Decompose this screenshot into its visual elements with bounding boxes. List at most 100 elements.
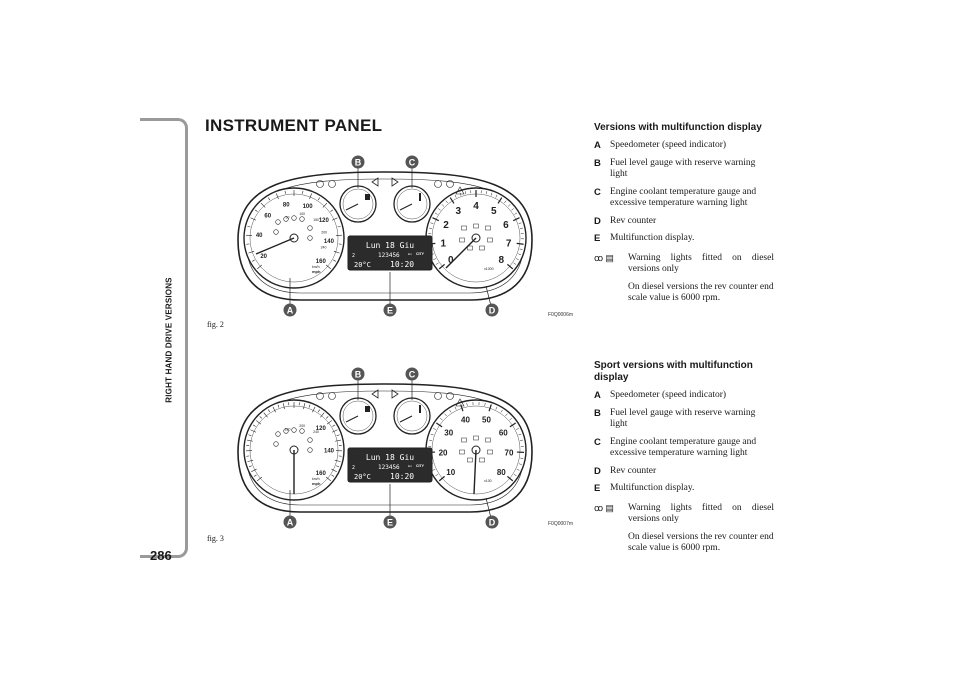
section-sport-versions-multifunction: Sport versions with multifunction displa…	[594, 360, 774, 555]
speed-unit-kmh: km/h	[312, 265, 320, 269]
temperature-gauge-ring	[396, 400, 428, 432]
speedometer-tick	[248, 465, 252, 468]
figure-code: F0Q0007m	[548, 521, 574, 527]
rev-counter-tick	[497, 197, 503, 204]
callout-letter-a: A	[287, 517, 294, 527]
rev-counter-tick	[513, 262, 517, 265]
speedometer-label: 140	[324, 239, 335, 245]
rev-counter-tick	[466, 402, 468, 406]
callout-badge-b	[351, 155, 365, 169]
rev-counter-tick	[495, 406, 498, 410]
rev-counter-tick	[449, 197, 455, 204]
rev-counter-label: 40	[461, 416, 470, 425]
rev-counter-tick	[454, 406, 457, 410]
speedometer-tick	[308, 404, 311, 408]
speedometer-tick	[267, 409, 271, 413]
fuel-gauge-ring	[342, 400, 374, 432]
rev-counter-tick	[513, 474, 517, 477]
general-warning-icon	[455, 398, 465, 407]
rev-counter-tick	[484, 402, 486, 406]
warning-light-icon	[275, 431, 281, 437]
rev-counter-tick	[434, 212, 438, 215]
general-warning-icon	[455, 186, 465, 195]
speedometer-tick	[260, 202, 266, 208]
figure-caption: fig. 3	[207, 534, 224, 543]
speedometer-label: 160	[316, 259, 327, 265]
warning-light-icon	[307, 225, 313, 231]
rev-counter-tick	[518, 253, 522, 256]
display-mode: CITY	[416, 252, 425, 256]
warning-light-icon	[299, 428, 305, 434]
speedometer-inner-label: 200	[321, 231, 327, 235]
rev-counter-tick	[454, 194, 457, 198]
rev-counter-label: 5	[491, 206, 497, 217]
rev-counter-label: 80	[497, 468, 506, 477]
speedometer-label: 140	[324, 449, 335, 455]
rev-counter-tick	[504, 200, 507, 204]
rev-counter-tick	[505, 413, 508, 417]
speed-unit-kmh: km/h	[312, 477, 320, 481]
speed-unit-mph: mph	[312, 481, 321, 486]
display-date: Lun 18 Giu	[366, 453, 414, 462]
speedometer-tick	[257, 476, 263, 482]
speedometer-tick	[272, 406, 276, 413]
rev-counter-tick	[430, 222, 434, 224]
speedometer-tick	[334, 459, 341, 462]
display-odometer-unit: km	[408, 464, 413, 468]
speedometer-inner-label: 150	[313, 218, 319, 222]
rev-counter-tick	[519, 227, 524, 229]
top-warning-light-icon	[328, 180, 336, 188]
rev-counter-label: 30	[444, 428, 453, 437]
rev-counter-label: 50	[482, 416, 491, 425]
page-number: 286	[150, 548, 172, 563]
top-warning-light-icon	[446, 180, 454, 188]
rev-counter-tick	[444, 413, 447, 417]
rev-counter-label: 60	[499, 428, 508, 437]
speedometer-label: 100	[303, 204, 314, 210]
rev-counter-label: 2	[443, 220, 449, 231]
rev-counter-needle	[445, 237, 477, 269]
speedometer-tick	[331, 468, 337, 473]
rev-counter-tick	[445, 200, 448, 204]
rev-counter-tick	[500, 409, 503, 413]
speedometer-tick	[246, 439, 253, 442]
speedometer-tick	[336, 465, 340, 468]
fuel-gauge-ring	[342, 188, 374, 220]
coolant-temperature-icon	[419, 405, 421, 413]
speedometer-tick	[247, 225, 251, 228]
multifunction-display	[347, 235, 433, 271]
rev-counter-needle	[473, 449, 477, 495]
callout-letter-b: B	[355, 369, 362, 379]
speedometer-tick	[253, 474, 257, 477]
speedometer-tick	[247, 459, 254, 462]
warning-light-icon	[473, 435, 479, 441]
display-mode: CITY	[416, 464, 425, 468]
display-time: 10:20	[390, 260, 414, 269]
rev-counter-tick	[464, 191, 467, 195]
speedometer-tick	[257, 264, 263, 270]
callout-badge-a	[283, 303, 297, 317]
speedometer-label: 160	[316, 471, 327, 477]
speedometer-inner-label: 100	[299, 212, 305, 216]
rev-counter-tick	[428, 439, 433, 441]
speedometer-tick	[309, 193, 313, 200]
speedometer-tick	[336, 434, 340, 437]
speedometer-tick	[326, 420, 333, 425]
speedometer-tick	[251, 468, 257, 473]
callout-letter-d: D	[489, 305, 496, 315]
callout-letter-e: E	[387, 305, 393, 315]
speedometer-tick	[331, 217, 338, 221]
speedometer-tick	[263, 412, 268, 418]
callout-letter-e: E	[387, 517, 393, 527]
warning-light-icon	[459, 237, 465, 243]
rev-counter-tick	[432, 468, 436, 471]
warning-light-icon	[473, 223, 479, 229]
speedometer-tick	[282, 403, 285, 410]
water-in-fuel-icon: ▤	[605, 502, 614, 513]
speedometer-tick	[267, 197, 271, 201]
warning-light-icon	[273, 441, 279, 447]
rev-counter-tick	[520, 457, 524, 459]
